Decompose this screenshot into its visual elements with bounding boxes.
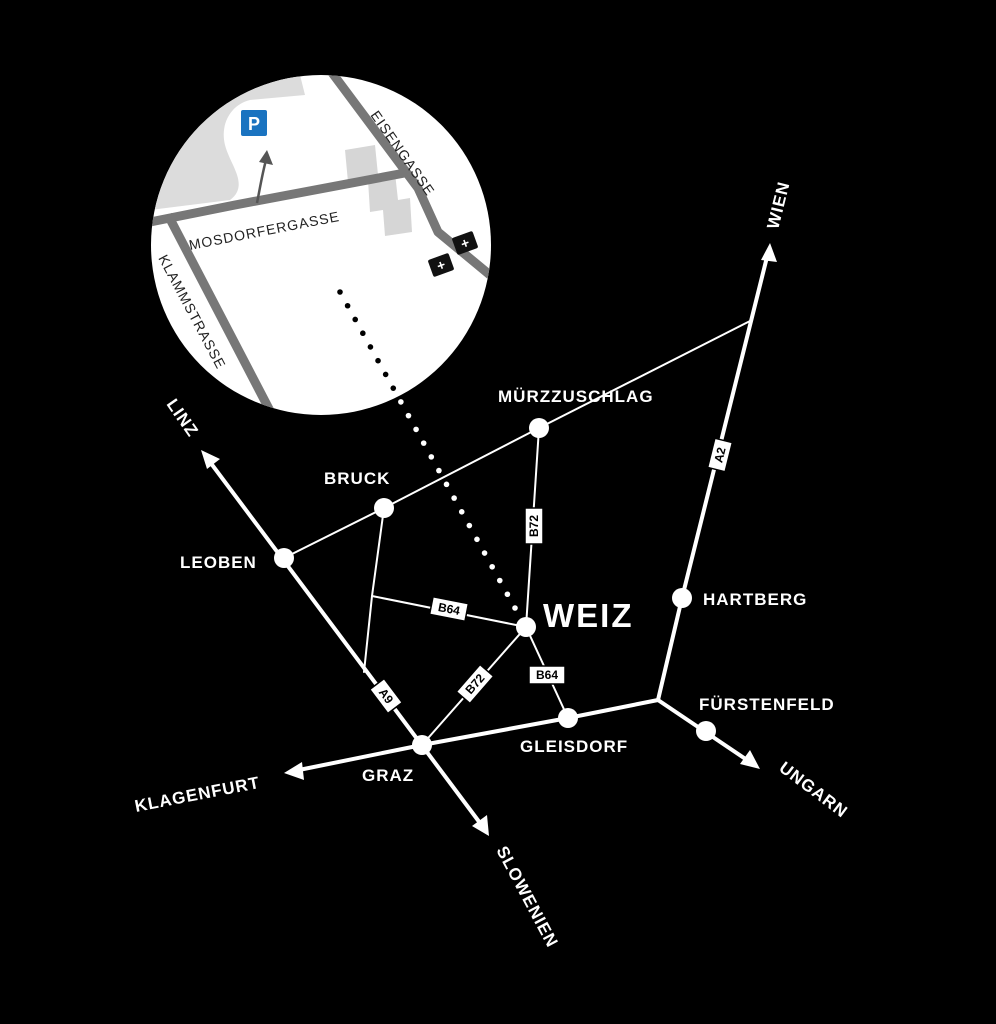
- svg-text:B64: B64: [437, 600, 462, 618]
- shield-b64-south: B64: [528, 665, 566, 685]
- city-label-muerzzuschlag: MÜRZZUSCHLAG: [498, 387, 654, 406]
- node-leoben: [274, 548, 294, 568]
- pointer-dot: [466, 522, 473, 529]
- road-klagenfurt: [292, 743, 424, 773]
- city-label-leoben: LEOBEN: [180, 553, 257, 572]
- node-hartberg: [672, 588, 692, 608]
- pointer-dot: [443, 481, 450, 488]
- node-gleisdorf: [558, 708, 578, 728]
- pointer-dot: [375, 357, 381, 364]
- arrow-slowenien-icon: [472, 815, 489, 836]
- parking-sign-icon: [241, 110, 267, 136]
- parking-arrow-icon: [255, 159, 268, 204]
- node-bruck: [374, 498, 394, 518]
- node-weiz: [516, 617, 536, 637]
- pointer-dot: [360, 330, 366, 337]
- pointer-dot: [458, 509, 465, 515]
- pointer-dot: [512, 605, 518, 611]
- arrow-klagenfurt-icon: [284, 762, 304, 780]
- location-marker-icon: +: [452, 231, 478, 255]
- inset-building: [345, 145, 412, 236]
- pointer-dot: [496, 577, 503, 584]
- pointer-dot: [428, 454, 435, 460]
- location-marker-icon: +: [428, 253, 454, 277]
- pointer-dot: [405, 412, 412, 419]
- pointer-dot: [367, 344, 374, 350]
- pointer-dot: [337, 289, 343, 295]
- shield-a9: A9: [368, 677, 404, 715]
- node-muerzzuschlag: [529, 418, 549, 438]
- svg-text:B64: B64: [536, 668, 558, 682]
- pointer-dot: [436, 467, 442, 474]
- pointer-dot: [451, 495, 457, 501]
- city-label-fuerstenfeld: FÜRSTENFELD: [699, 695, 835, 714]
- svg-text:B72: B72: [527, 515, 541, 537]
- city-label-graz: GRAZ: [362, 766, 414, 785]
- pointer-dot: [481, 550, 488, 556]
- arrow-wien-icon: [761, 243, 777, 262]
- road-a9: [205, 456, 485, 829]
- pointer-dot: [382, 371, 389, 378]
- shield-a2: A2: [706, 437, 734, 473]
- street-klammstrasse-line: [164, 212, 284, 415]
- pointer-dot: [344, 302, 351, 309]
- pointer-dot: [474, 536, 480, 543]
- shield-b64-west: B64: [428, 595, 470, 623]
- arrow-linz-icon: [201, 450, 220, 469]
- city-nodes: [274, 418, 716, 755]
- inset-detail-map: EISENGASSE MOSDORFERGASSE KLAMMSTRASSE P…: [151, 75, 491, 415]
- street-mosdorfergasse-line: [151, 167, 411, 227]
- node-graz: [412, 735, 432, 755]
- pointer-dot: [413, 426, 419, 433]
- city-label-bruck: BRUCK: [324, 469, 390, 488]
- svg-text:A2: A2: [711, 446, 728, 465]
- inset-pointer-dots: [337, 289, 518, 611]
- pointer-dot: [352, 316, 359, 323]
- node-fuerstenfeld: [696, 721, 716, 741]
- pointer-dot: [398, 399, 404, 405]
- parking-sign-label: P: [248, 114, 260, 134]
- pointer-dot: [489, 563, 495, 570]
- pointer-dot: [420, 440, 427, 446]
- road-leoben-muerzzuschlag: [283, 319, 753, 559]
- parking-arrow-head-icon: [259, 150, 273, 165]
- shield-b72-north: B72: [524, 507, 544, 545]
- city-label-weiz: WEIZ: [543, 597, 633, 634]
- city-label-hartberg: HARTBERG: [703, 590, 807, 609]
- street-eisengasse-line: [326, 75, 491, 279]
- pointer-dot: [390, 385, 397, 391]
- city-label-gleisdorf: GLEISDORF: [520, 737, 628, 756]
- pointer-dot: [504, 591, 511, 598]
- arrow-ungarn-icon: [740, 750, 760, 769]
